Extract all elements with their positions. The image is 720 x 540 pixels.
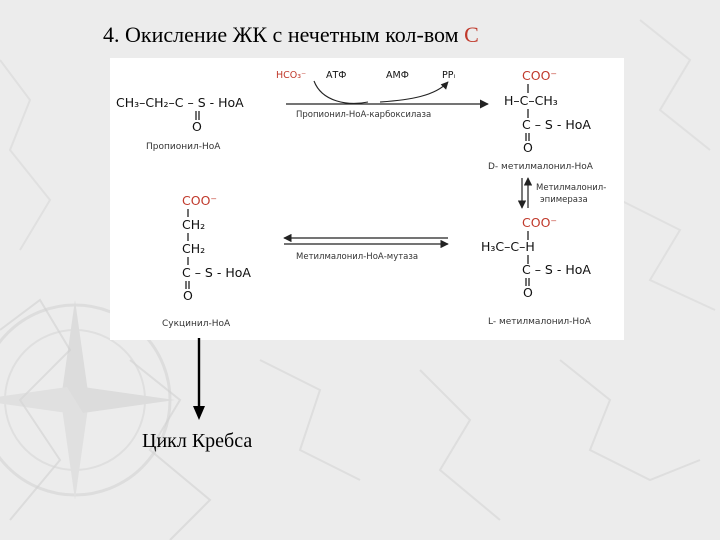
- cofactor-curve-out: [379, 81, 449, 103]
- d-mm-name: D- метилмалонил-НоА: [488, 162, 594, 172]
- succ-carbonyl-o: O: [183, 288, 193, 303]
- d-methylmalonyl-coa: COO⁻ H–C–CH₃ C – S - HoA O D- метилмалон…: [488, 68, 594, 172]
- title-accent-letter: С: [464, 22, 479, 47]
- succinyl-coa-name: Сукцинил-НоА: [162, 319, 231, 329]
- l-mm-center-row: H₃C–C–H: [481, 239, 535, 254]
- amf-label: АМФ: [386, 70, 409, 81]
- reaction-scheme-panel: CH₃–CH₂–C – S - HoA O Пропионил-НоА HCO₃…: [110, 58, 624, 340]
- l-methylmalonyl-coa: COO⁻ H₃C–C–H C – S - HoA O L- метилмалон…: [481, 215, 592, 327]
- hco3-label: HCO₃⁻: [276, 70, 306, 81]
- reaction-scheme: CH₃–CH₂–C – S - HoA O Пропионил-НоА HCO₃…: [116, 68, 606, 329]
- compass-rose-decoration: [0, 300, 175, 500]
- succ-ch2-b: CH₂: [182, 241, 205, 256]
- krebs-cycle-label: Цикл Кребса: [142, 430, 253, 452]
- l-mm-name: L- метилмалонил-НоА: [488, 317, 592, 327]
- succ-thioester: C – S - HoA: [182, 265, 251, 280]
- epimerase-step: Метилмалонил- эпимераза: [517, 177, 606, 209]
- l-mm-thioester: C – S - HoA: [522, 262, 591, 277]
- succ-coo: COO⁻: [182, 193, 217, 208]
- carboxylation-step: HCO₃⁻ АТФ АМФ PPᵢ Пропионил-НоА-карбокси…: [276, 70, 489, 120]
- epimerase-enzyme-line1: Метилмалонил-: [536, 183, 606, 193]
- slide-title: 4. Окисление ЖК с нечетным кол-вом С: [103, 22, 479, 48]
- ppi-label: PPᵢ: [442, 70, 455, 81]
- mutase-step: Метилмалонил-НоА-мутаза: [283, 233, 449, 262]
- l-mm-coo: COO⁻: [522, 215, 557, 230]
- propionyl-carbonyl-o: O: [192, 119, 202, 134]
- atf-label: АТФ: [326, 70, 346, 81]
- propionyl-coa: CH₃–CH₂–C – S - HoA O Пропионил-НоА: [116, 95, 244, 152]
- succ-ch2-a: CH₂: [182, 217, 205, 232]
- d-mm-center-row: H–C–CH₃: [504, 93, 558, 108]
- d-mm-coo: COO⁻: [522, 68, 557, 83]
- carboxylase-enzyme: Пропионил-НоА-карбоксилаза: [296, 110, 431, 120]
- l-mm-carbonyl-o: O: [523, 285, 533, 300]
- cofactor-curve-in: [313, 80, 369, 104]
- d-mm-thioester: C – S - HoA: [522, 117, 591, 132]
- title-text: 4. Окисление ЖК с нечетным кол-вом: [103, 22, 465, 47]
- epimerase-enzyme-line2: эпимераза: [540, 195, 588, 205]
- propionyl-coa-formula: CH₃–CH₂–C – S - HoA: [116, 95, 244, 110]
- mutase-enzyme: Метилмалонил-НоА-мутаза: [296, 252, 418, 262]
- succinyl-coa: COO⁻ CH₂ CH₂ C – S - HoA O Сукцинил-НоА: [162, 193, 251, 329]
- propionyl-coa-name: Пропионил-НоА: [146, 142, 221, 152]
- d-mm-carbonyl-o: O: [523, 140, 533, 155]
